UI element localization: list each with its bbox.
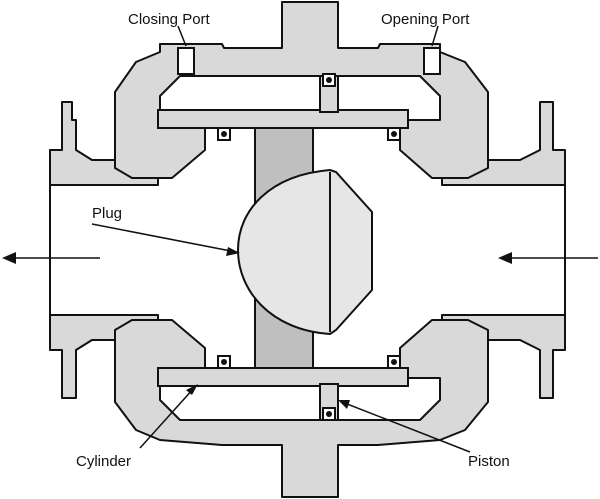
label-closing-port: Closing Port	[128, 11, 211, 28]
label-plug: Plug	[92, 205, 122, 222]
opening-port-fitting	[423, 47, 441, 75]
leader-closing-port	[177, 25, 187, 47]
leader-cylinder	[139, 387, 195, 449]
leader-cylinder-head	[186, 384, 198, 395]
leader-piston-head	[338, 400, 350, 409]
upper-piston-plate	[157, 109, 409, 129]
label-piston: Piston	[468, 453, 510, 470]
label-cylinder: Cylinder	[76, 453, 131, 470]
closing-port-fitting	[177, 47, 195, 75]
lower-piston-plate	[157, 367, 409, 387]
label-opening-port: Opening Port	[381, 11, 470, 28]
flow-arrow-right-head	[498, 252, 512, 264]
flow-arrow-left-head	[2, 252, 16, 264]
plug	[236, 168, 373, 336]
leader-opening-port	[431, 25, 439, 47]
leader-piston	[341, 401, 471, 453]
leader-plug-head	[226, 247, 240, 256]
seal-rings	[217, 73, 401, 421]
leader-plug	[91, 223, 237, 253]
